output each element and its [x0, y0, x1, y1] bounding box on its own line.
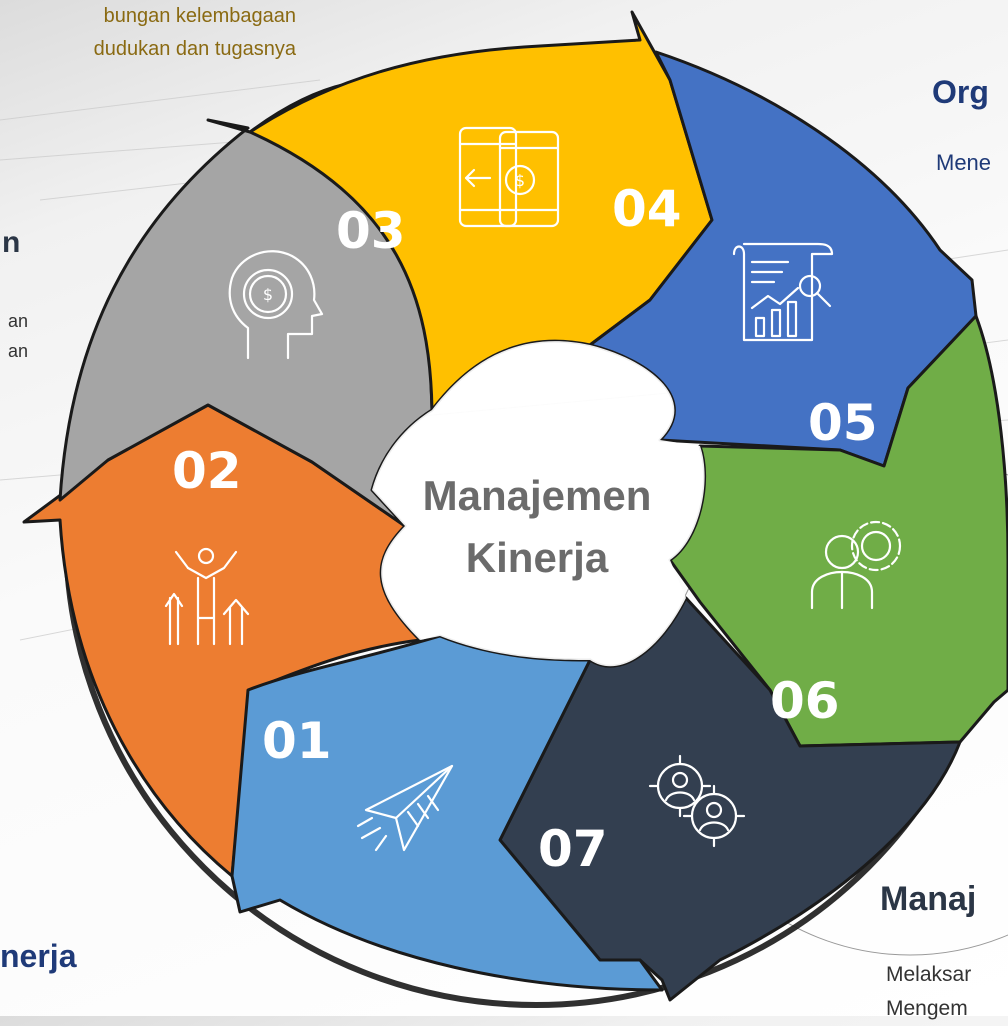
- intro-line-1: bungan kelembagaan: [103, 5, 296, 27]
- right-top-text: Mene: [936, 150, 992, 175]
- step-number-02: 02: [172, 442, 242, 500]
- report-analytics-icon: [732, 242, 834, 342]
- left-text-line-2: an: [7, 341, 28, 361]
- left-text-line-1: an: [7, 311, 28, 331]
- center-circle: [372, 341, 705, 667]
- step-number-01: 01: [262, 712, 332, 770]
- right-top-heading: Org: [932, 74, 989, 110]
- right-bottom-text-line-2: Mengem: [886, 997, 968, 1020]
- svg-text:$: $: [515, 171, 525, 190]
- head-dollar-icon: $: [228, 250, 324, 360]
- people-target-icon: [648, 754, 746, 848]
- step-number-06: 06: [770, 672, 840, 730]
- center-title-line-2: Kinerja: [466, 534, 609, 581]
- paper-plane-icon: [356, 764, 454, 852]
- right-bottom-heading: Manaj: [880, 880, 977, 918]
- step-number-03: 03: [336, 202, 406, 260]
- left-text: an an: [0, 306, 28, 366]
- intro-line-2: dudukan dan tugasnya: [93, 38, 296, 60]
- step-number-04: 04: [612, 180, 682, 238]
- step-number-05: 05: [808, 394, 878, 452]
- center-title-line-1: Manajemen: [423, 472, 652, 519]
- left-bottom-heading: nerja: [0, 938, 77, 974]
- team-gear-icon: [810, 520, 902, 610]
- right-bottom-text: Melaksar Mengem: [886, 958, 971, 1026]
- left-heading: n: [2, 226, 21, 259]
- person-growth-arrows-icon: [164, 547, 250, 646]
- step-number-07: 07: [538, 820, 608, 878]
- intro-text: bungan kelembagaan dudukan dan tugasnya: [0, 0, 296, 66]
- phone-money-transfer-icon: $: [458, 126, 560, 228]
- right-bottom-text-line-1: Melaksar: [886, 963, 972, 986]
- svg-text:$: $: [263, 285, 273, 304]
